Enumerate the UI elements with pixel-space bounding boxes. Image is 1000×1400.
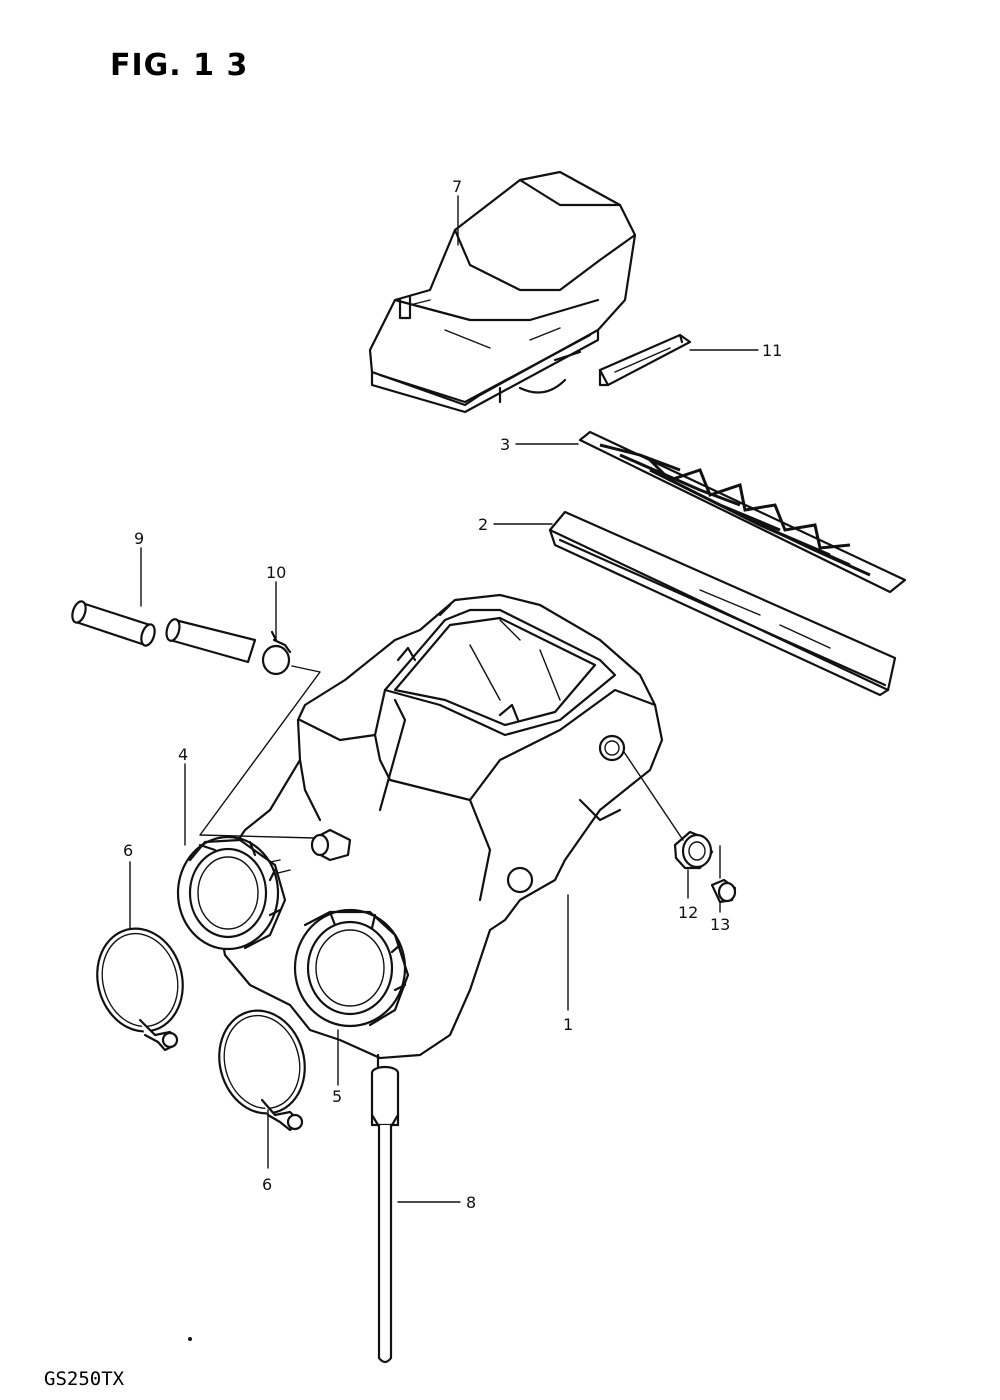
callout-4: 4 (178, 745, 188, 764)
callout-6-upper: 6 (123, 841, 133, 860)
model-code: GS250TX (44, 1368, 125, 1390)
part-3-filter-screen (578, 430, 907, 594)
part-13-plug (710, 878, 737, 904)
callout-3: 3 (500, 435, 510, 454)
part-11-clip (598, 333, 692, 387)
part-4-intake-boot-left (176, 835, 287, 951)
callout-1: 1 (563, 1015, 573, 1034)
part-1-cleaner-case (213, 593, 664, 1070)
callout-6-lower: 6 (262, 1175, 272, 1194)
callout-5: 5 (332, 1087, 342, 1106)
callout-10: 10 (266, 563, 286, 582)
callout-2: 2 (478, 515, 488, 534)
part-9-tube (71, 600, 257, 664)
callout-7: 7 (452, 177, 462, 196)
part-12-grommet (673, 830, 714, 870)
part-5-intake-boot-right (293, 908, 410, 1028)
callout-8: 8 (466, 1193, 476, 1212)
callout-9: 9 (134, 529, 144, 548)
part-8-drain-hose (370, 1065, 400, 1364)
part-2-filter-element (548, 510, 897, 697)
callout-12: 12 (678, 903, 698, 922)
part-6-clamp-upper (96, 927, 184, 1052)
part-7-cleaner-cover (368, 170, 637, 414)
leader-lines (129, 195, 759, 1203)
part-6-clamp-lower (218, 1009, 306, 1132)
callout-13: 13 (710, 915, 730, 934)
callout-11: 11 (762, 341, 782, 360)
callout-labels: 7 11 3 2 9 10 4 6 12 13 1 5 6 8 (123, 177, 782, 1212)
stray-mark (188, 1337, 192, 1341)
figure-title: FIG. 1 3 (110, 48, 249, 83)
